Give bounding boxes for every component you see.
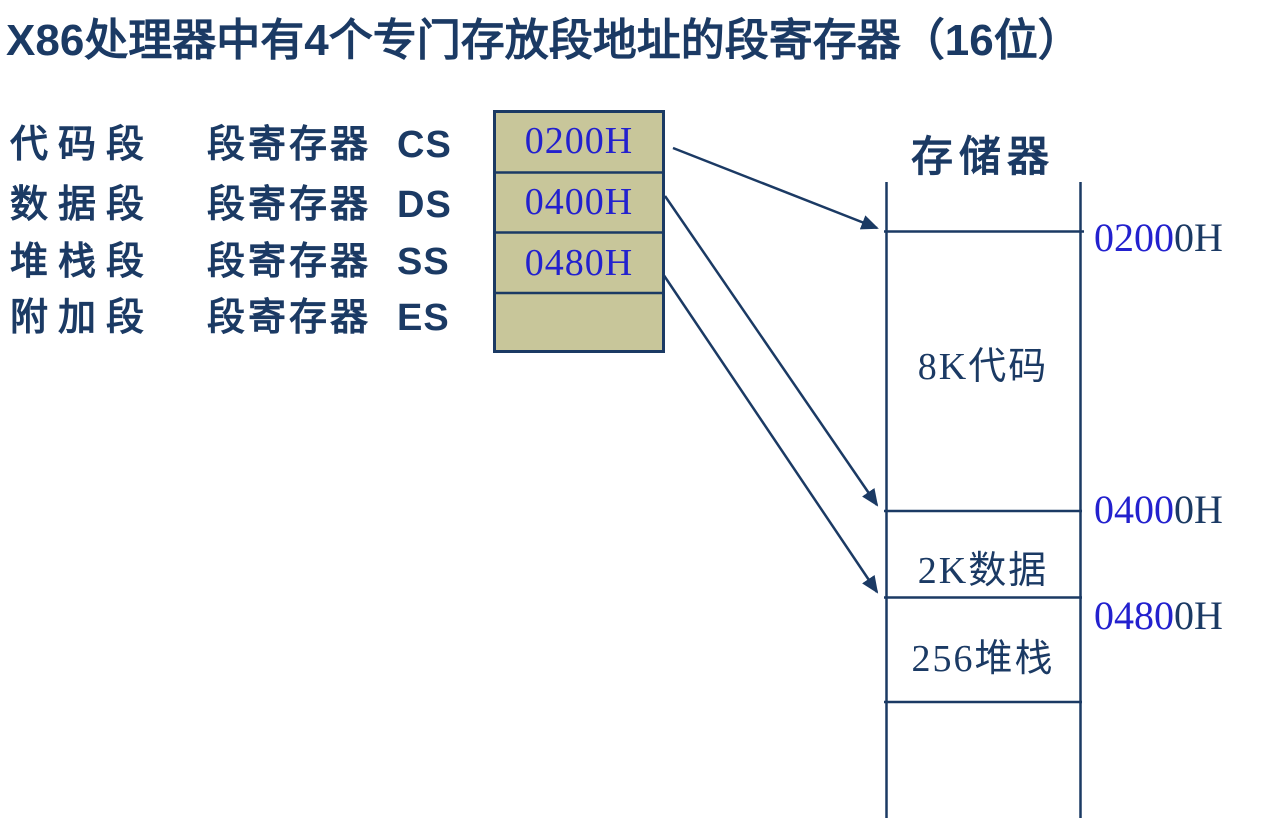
memory-region-label-data: 2K数据	[917, 550, 1049, 592]
register-type-label: 段寄存器	[207, 297, 372, 339]
memory-address-04800h: 04800H	[1094, 594, 1223, 638]
memory-address-02000h: 02000H	[1094, 216, 1223, 260]
slide-title: X86处理器中有4个专门存放段地址的段寄存器（16位）	[6, 16, 1082, 65]
address-offset-part: 0H	[1174, 487, 1223, 532]
address-segment-part: 0480	[1094, 593, 1174, 638]
address-offset-part: 0H	[1174, 215, 1223, 260]
segment-name: 堆栈段	[10, 241, 155, 283]
register-name: DS	[397, 184, 452, 226]
address-segment-part: 0400	[1094, 487, 1174, 532]
address-segment-part: 0200	[1094, 215, 1174, 260]
register-type-label: 段寄存器	[207, 241, 372, 283]
register-box-values: 0200H 0400H 0480H	[493, 110, 665, 353]
segment-name: 附加段	[10, 297, 155, 339]
register-cell-cs-value: 0200H	[524, 120, 634, 162]
cs-to-memory-arrow	[672, 146, 879, 230]
register-name: SS	[397, 241, 450, 283]
register-cell-es-value	[493, 293, 665, 353]
register-type-label: 段寄存器	[207, 184, 372, 226]
segment-row-es: 附加段 段寄存器 ES	[10, 296, 450, 340]
memory-region-label-code: 8K代码	[917, 346, 1049, 388]
memory-region-label-stack: 256堆栈	[911, 638, 1055, 680]
address-offset-part: 0H	[1174, 593, 1223, 638]
register-cell-ss-value: 0480H	[524, 241, 634, 284]
segment-row-ds: 数据段 段寄存器 DS	[10, 183, 452, 227]
segment-row-ss: 堆栈段 段寄存器 SS	[10, 240, 450, 284]
register-name: ES	[397, 297, 450, 339]
register-cell-ds-value: 0400H	[524, 181, 634, 223]
register-type-label: 段寄存器	[207, 124, 372, 166]
segment-name: 数据段	[10, 184, 155, 226]
register-name: CS	[397, 124, 452, 166]
segment-name: 代码段	[10, 124, 155, 166]
ds-to-memory-arrow	[663, 195, 879, 507]
memory-address-04000h: 04000H	[1094, 488, 1223, 532]
memory-title: 存储器	[910, 135, 1055, 181]
segment-row-cs: 代码段 段寄存器 CS	[10, 123, 452, 167]
ss-to-memory-arrow	[661, 273, 879, 594]
